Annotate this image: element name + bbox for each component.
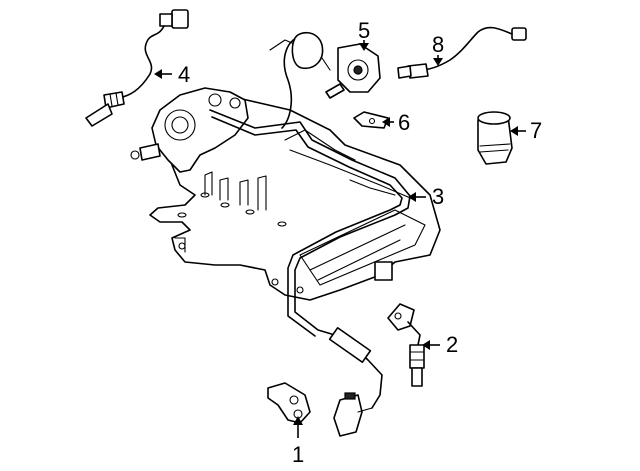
callout-label-1: 1 xyxy=(292,442,304,467)
bracket xyxy=(353,111,389,129)
callout-label-3: 3 xyxy=(432,184,444,209)
callout-2: 2 xyxy=(422,332,458,357)
callout-label-8: 8 xyxy=(432,32,444,57)
callout-label-5: 5 xyxy=(358,18,370,43)
callout-7: 7 xyxy=(510,118,542,143)
purge-valve xyxy=(325,43,381,99)
callout-6: 6 xyxy=(382,110,410,135)
callout-3: 3 xyxy=(408,184,444,209)
callout-4: 4 xyxy=(154,62,190,87)
rear-oxygen-sensor xyxy=(387,303,425,387)
callout-label-4: 4 xyxy=(178,62,190,87)
callout-label-2: 2 xyxy=(446,332,458,357)
callout-1: 1 xyxy=(292,416,304,467)
callout-label-6: 6 xyxy=(398,110,410,135)
callout-5: 5 xyxy=(358,18,370,51)
callout-8: 8 xyxy=(432,32,444,66)
camshaft-position-sensor xyxy=(267,382,373,437)
front-oxygen-sensor xyxy=(85,9,189,127)
callout-label-7: 7 xyxy=(530,118,542,143)
fuel-filter xyxy=(477,111,513,165)
intake-manifold-assembly xyxy=(130,31,441,301)
oxygen-sensor-upper xyxy=(397,26,527,79)
sensor-harness-tube xyxy=(209,109,411,409)
